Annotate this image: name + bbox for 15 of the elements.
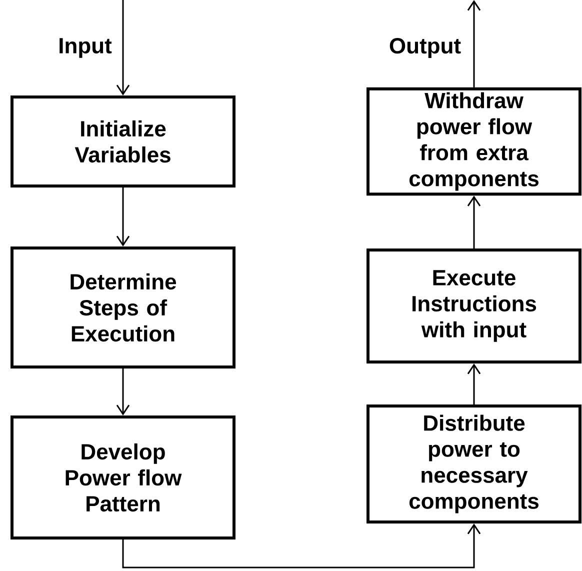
process-box: Execute Instructions with input	[366, 248, 582, 364]
arrow	[116, 368, 130, 416]
process-box: Initialize Variables	[10, 96, 236, 188]
arrow	[467, 196, 481, 248]
arrow	[122, 524, 481, 568]
arrow	[467, 364, 481, 404]
edge-label: Input	[60, 38, 112, 58]
process-box: Withdraw power flow from extra components	[366, 87, 582, 196]
process-box: Develop Power flow Pattern	[10, 416, 236, 540]
arrow	[116, 0, 130, 96]
arrow	[467, 0, 481, 88]
process-box: Determine Steps of Execution	[10, 246, 236, 368]
edge-label: Output	[390, 38, 461, 58]
process-box: Distribute power to necessary components	[366, 404, 582, 524]
arrow	[116, 188, 130, 246]
